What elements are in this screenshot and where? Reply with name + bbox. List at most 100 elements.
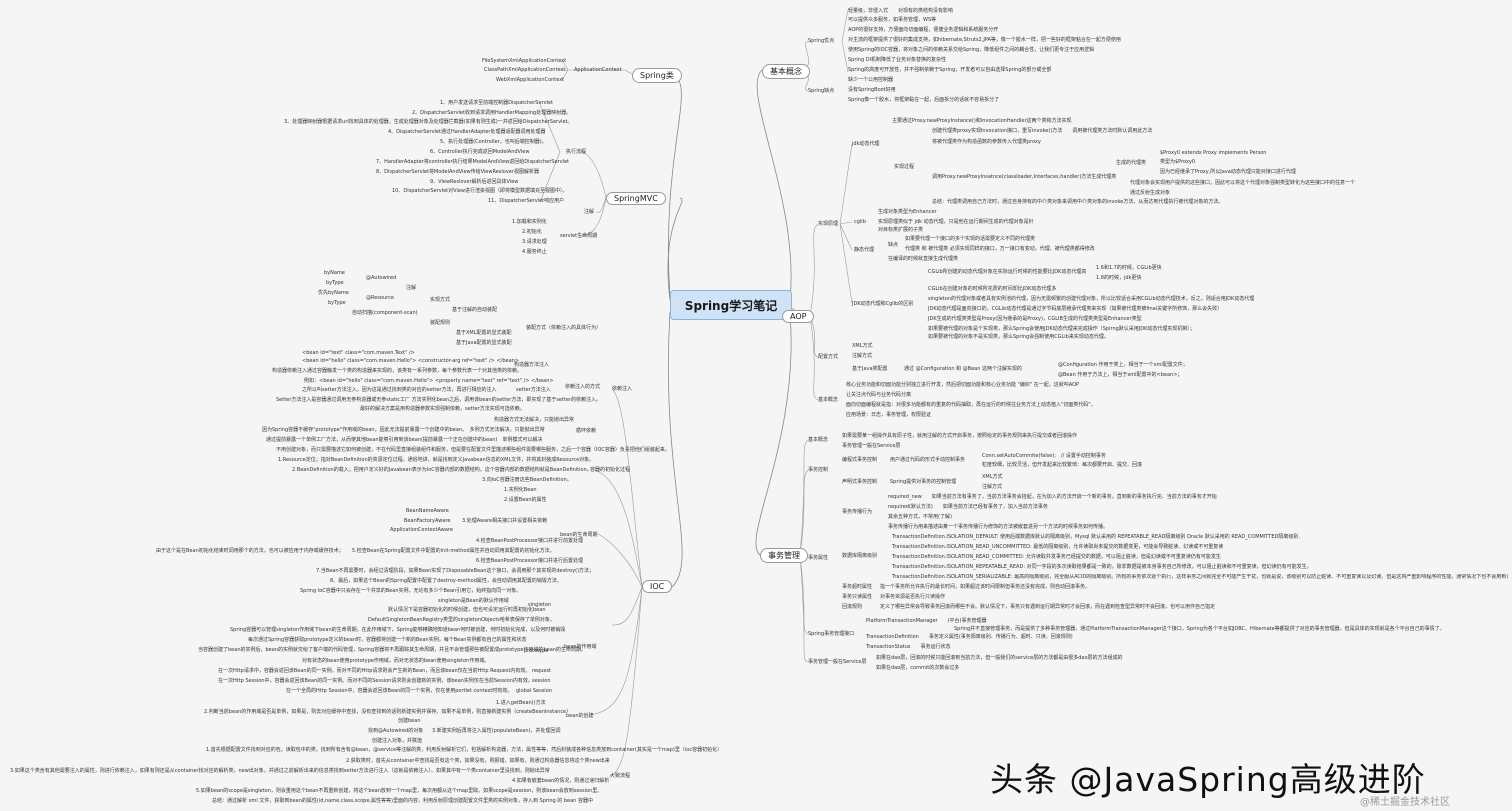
aop-cglib-label: cglib [854, 219, 866, 225]
aop-jdk-main: 主要通过Proxy.newProxyInstance()和InvocationH… [892, 118, 1072, 124]
basic-pros-3: AOP的很好支持，方便面向切面编程，便捷业务逻辑和系统服务分开 [848, 27, 999, 33]
tx-concept-label: 基本概念 [808, 437, 829, 443]
tx-interface-1: PlatformTransactionManager (平台)事务管理器 [866, 618, 987, 624]
aop-diff-version-1: 1.6和1.7的时候，CGLib更快 [1096, 265, 1162, 271]
branch-springmvc[interactable]: SpringMVC [606, 192, 666, 205]
ioc-ctor-2: <bean id="hello" class="com.maven.Hello"… [302, 358, 520, 364]
tx-propagation-label: 事务传播行为 [842, 509, 873, 515]
tx-programmatic-sub-1: Conn.setAutoCommite(false); // 设置手动控制事务 [982, 453, 1106, 459]
ioc-based-annotation: 基于注解的自动装配 [452, 307, 498, 313]
ioc-flow-label: 大致流程 [610, 773, 631, 779]
mvc-lifecycle-4: 4.服务终止 [522, 249, 547, 255]
ioc-lifecycle-3: 3.处理Aware相关接口并设置相关依赖 [462, 518, 548, 524]
ioc-resource-label: @Resource [366, 295, 394, 301]
tx-isolation-4: TransactionDefinition.ISOLATION_REPEATAB… [892, 564, 1312, 570]
ioc-create-sub-3: 创建注入对象，并赋值 [372, 738, 423, 744]
tx-propagation-1: required_new 如果当前方法有事务了，当前方法事务会挂起，在为加入的方… [888, 494, 1217, 500]
ioc-resource-bytype: byType [328, 300, 346, 306]
aop-jdk-step-3: 调用Proxy.newProxyInsatnce(classloader,Int… [932, 174, 1117, 180]
ioc-prototype-1: Spring容器可以管理singleton作用域下bean的生命周期，在此作用域… [230, 627, 566, 633]
tx-readonly-label: 事务只读属性 [842, 594, 873, 600]
mvc-lifecycle-2: 2.初始化 [522, 229, 542, 235]
ioc-resource-byname: 优先byName [318, 290, 349, 296]
ioc-create-sub-2: 找到@Autowired的对象 [368, 728, 424, 734]
ioc-ctor-label: 构造器方法注入 [514, 362, 550, 368]
springclass-appcontext: ApplicationContext [574, 67, 622, 73]
aop-diff-6: 如果要被代理的对象是个实现类，那么Spring会使用JDK动态代理来完成操作（S… [928, 326, 1195, 332]
branch-ioc[interactable]: IOC [642, 580, 673, 593]
tx-isolation-1: TransactionDefinition.ISOLATION_DEFAULT:… [892, 534, 1300, 540]
mvc-flow-6: 6、Controller执行完成返回ModelAndView [430, 149, 530, 155]
aop-java-config-sub-2: @Bean 作用于方法上，相当于xml配置中的<bean>； [1058, 372, 1183, 378]
tx-declarative: Spring提供对事务的控制管理 [890, 479, 957, 485]
tx-declarative-sub-2: 注解方式 [982, 484, 1003, 490]
aop-diff-4: JDK动态代理是面向接口的，CGLib动态代理是通过字节码底层继承代理类来实现（… [928, 306, 1223, 312]
ioc-init-label: 容器的初始化过程 [590, 467, 631, 473]
tx-concept: 如果需要某一组操作具有原子性，就用注解的方式开启事务，按照给定的事务规则来执行提… [842, 433, 1078, 439]
ioc-prototype-2: 每次通过Spring容器获取prototype定义的bean时，容器都将创建一个… [248, 637, 527, 643]
aop-diff-version-2: 1.8的时候，jdk更快 [1096, 275, 1142, 281]
ioc-assembly-label: 装配方式（依赖注入的具体行为） [526, 325, 602, 331]
watermark-sub: @稀土掘金技术社区 [1360, 797, 1450, 808]
ioc-setter-4: 最好的解决方案是用构造器参数实现强制依赖，setter方法实现可选依赖。 [360, 406, 525, 412]
aop-concept-1: 核心业务功能和切面功能分别独立进行开发，然后把切面功能和核心业务功能 "编织" … [846, 382, 1080, 388]
basic-pros-1: 轻量级，非侵入式 对现有的类结构没有影响 [848, 8, 954, 14]
ioc-circular-4: 不用创建对象，而只需要描述它如何被创建，不在代码里直接组装组件和服务，但是要在配… [276, 447, 670, 453]
aop-java-config-sub-1: @Configuration 作用于类上，相当于一个xml配置文件； [1058, 362, 1188, 368]
ioc-xml-config: 基于XML配置的显式装配 [456, 330, 512, 336]
tx-rollback-label: 回滚规则 [842, 604, 863, 610]
aop-jdk-label: jdk动态代理 [852, 141, 880, 147]
aop-diff-1: CGLib所创建的动态代理对象在实际运行时候的性能要比JDK动态代理高 [928, 269, 1087, 275]
ioc-flow-6: 总结：通过解析 xml 文件，获取到bean的属性(id,name,class,… [212, 798, 593, 804]
ioc-lifecycle-4: 4.检查BeanPostProcessor接口并进行前置处理 [476, 538, 584, 544]
mvc-lifecycle-1: 1.加载和实例化 [512, 219, 547, 225]
ioc-java-config: 基于Java配置的显式装配 [456, 340, 512, 346]
branch-basic-concepts[interactable]: 基本概念 [762, 64, 810, 79]
ioc-lifecycle-2: 2.设置Bean的属性 [504, 497, 547, 503]
tx-rollback: 定义了哪些异常会导致事务回滚而哪些不会。默认情况下，事务只有遇到运行期异常时才会… [880, 604, 1216, 610]
ioc-auto-scan: 自动扫描(component-scan) [352, 310, 418, 316]
aop-diff-label: JDK动态代理和Cglib的区别 [852, 301, 914, 307]
ioc-init-1: 1.Resource定位；指对BeanDefinition的资源定位过程。通俗地… [278, 457, 595, 463]
ioc-aware-1: BeanNameAware [406, 508, 449, 514]
ioc-session-label: session [532, 678, 551, 684]
ioc-autowired-bytype: byType [326, 280, 344, 286]
ioc-singleton-1: singleton是Bean的默认作用域 [438, 598, 509, 604]
ioc-create-1: 1.进入getBean()方法 [496, 700, 546, 706]
basic-pros-7: Spring的高度可开放性，并不强制依赖于Spring，开发者可以自由选择Spr… [848, 67, 1052, 73]
ioc-setter-2: 之所以叫setter方法注入，因为这是通过找到类的对应的setter方法，再进行… [302, 387, 497, 393]
mvc-flow-2: 2、DispatcherServlet收到请求调用HandlerMapping处… [412, 110, 572, 116]
tx-concept-2: 事务管理一般在Service层 [842, 443, 901, 449]
ioc-aware-2: BeanFactoryAware [404, 518, 451, 524]
aop-impl-label: 实现原理 [818, 221, 839, 227]
branch-transaction[interactable]: 事务管理 [760, 548, 808, 563]
mvc-annotation-label: 注解 [584, 209, 595, 215]
tx-propagation-3: 其余五种方式，不常用(了解) [888, 514, 952, 520]
aop-jdk-generated-3: 因为已经继承了Proxy,所以Java动态代理只能对接口进行代理 [1160, 169, 1296, 175]
ioc-lifecycle-7: 7.当Bean不再需要时，会经过清理阶段，如果Bean实现了Disposable… [316, 568, 595, 574]
branch-aop[interactable]: AOP [782, 310, 815, 323]
ioc-flow-4: 4.如果有嵌套bean的情况，则通过递归解析 [512, 778, 610, 784]
root-node[interactable]: Spring学习笔记 [670, 290, 792, 320]
ioc-lifecycle-1: 1.实例化Bean [504, 487, 537, 493]
aop-concept-2: 让关注点代码与业务代码分离 [846, 392, 912, 398]
aop-jdk-step-4: 总结：代理类调用自己方法时，通过自身持有的中介类对象来调用中介类对象的invok… [932, 199, 1224, 205]
ioc-aware-3: ApplicationContextAware [390, 527, 453, 533]
aop-diff-5: JDK生成的代理类类型是Proxy(因为继承的是Proxy)，CGLIB生成的代… [928, 316, 1142, 322]
springclass-item-1: FileSystemXmlApplicationContext [482, 58, 567, 64]
ioc-circular-1: 构造器方式无法解决，只能抛出异常 [494, 417, 575, 423]
aop-static-cons-2: 代理类 和 被代理类 必须实现同样的接口，万一接口有变动，代理、被代理类都得修改 [905, 246, 1095, 252]
branch-spring-class[interactable]: Spring类 [632, 68, 682, 83]
ioc-singleton-4: Spring IoC容器中只会存在一个共享的Bean实例，无论有多少个Bean引… [300, 588, 522, 594]
tx-isolation-label: 数据库隔离级别 [842, 553, 878, 559]
mvc-lifecycle-3: 3.请求处理 [522, 239, 547, 245]
aop-static-cons-1: 如果要代理一个接口的多个实现的话需要定义不同的代理类 [905, 236, 1036, 242]
mvc-flow-9: 9、ViewReslover解析后返回具体View [430, 179, 519, 185]
aop-diff-7: 如果要被代理的对象不是实现类，那么Spring会强制使用CGLib来实现动态代理… [928, 334, 1109, 340]
tx-declarative-sub-1: XML方式 [982, 474, 1003, 480]
ioc-setter-3: Setter方法注入是容器通过调用无参构造器或无参static工厂 方法实例化b… [276, 397, 602, 403]
aop-config-xml: XML方式 [852, 343, 873, 349]
ioc-lifecycle-5: 5.检查Bean在Spring配置文件中配置的init-method属性并自动调… [352, 548, 555, 554]
tx-interfaces-label: Spring事务管理接口 [808, 631, 855, 637]
